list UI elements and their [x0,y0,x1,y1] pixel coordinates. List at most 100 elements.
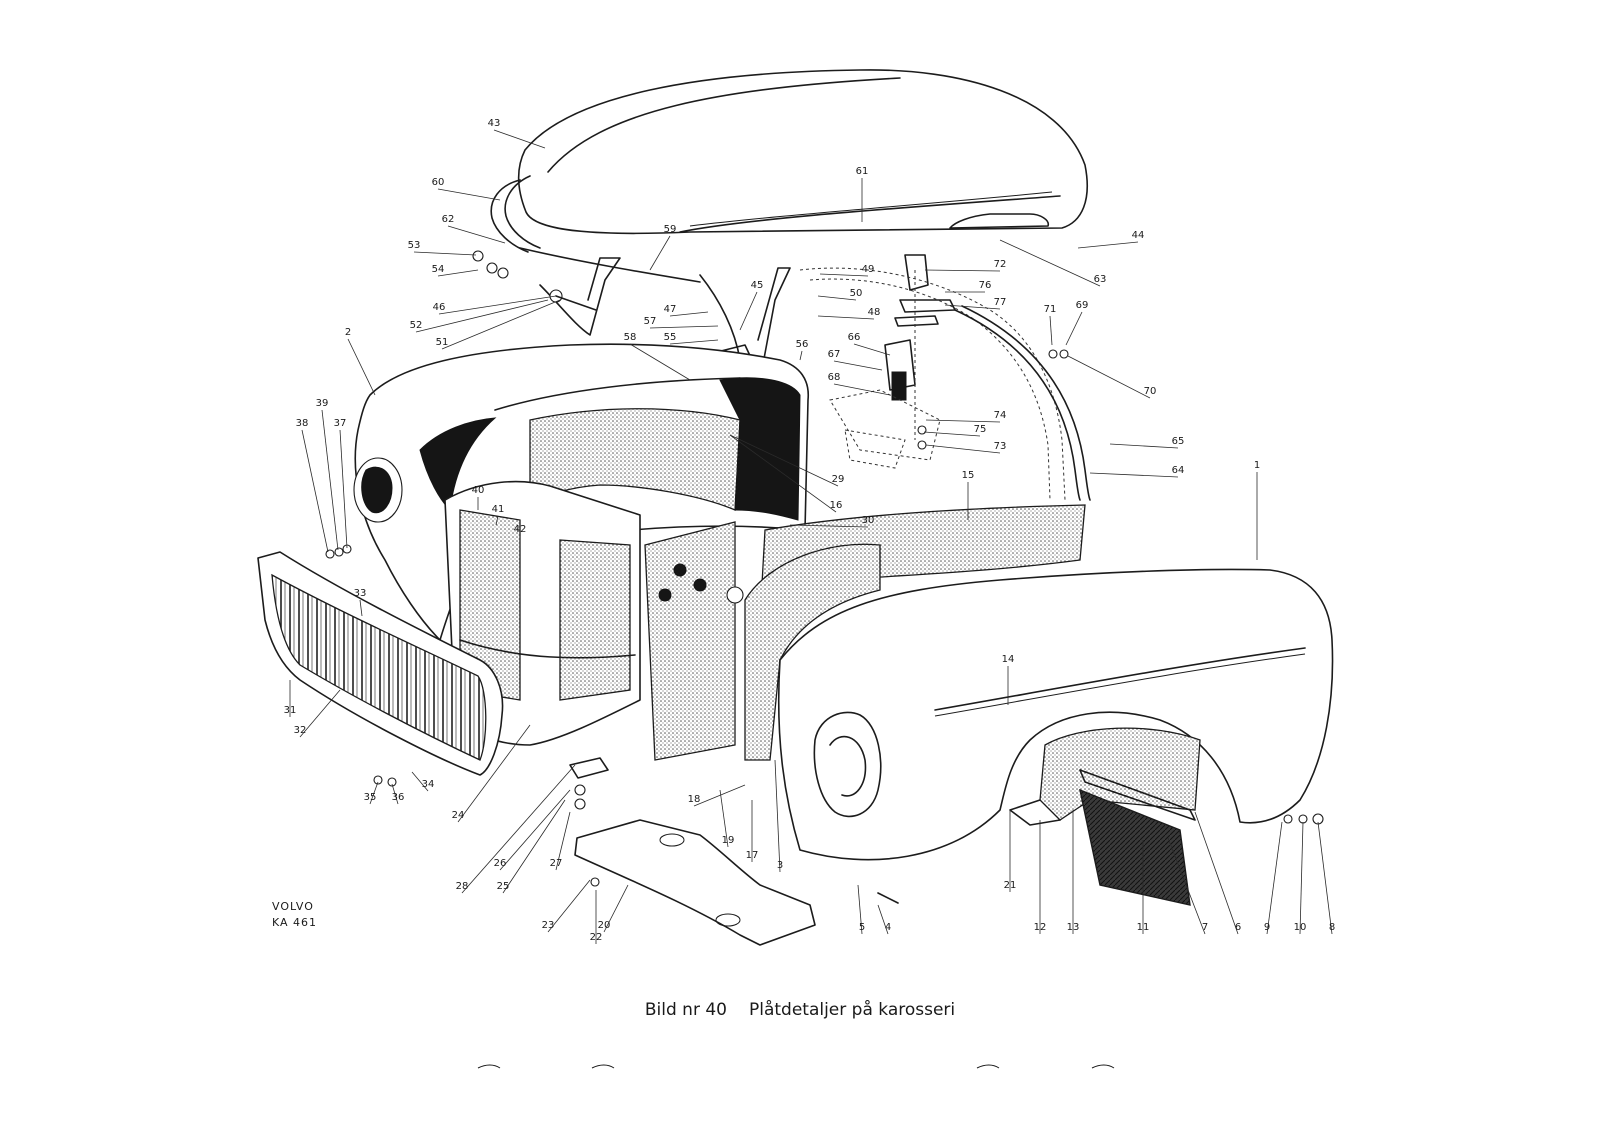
leader-line-62 [447,225,506,244]
callout-65: 65 [1172,436,1185,447]
leader-line-3 [774,759,781,873]
callout-45: 45 [751,280,764,291]
callout-31: 31 [284,705,297,716]
leader-line-6 [1194,811,1239,935]
callout-53: 53 [408,240,421,251]
leader-line-32 [299,689,341,738]
callout-64: 64 [1172,465,1185,476]
leader-line-28 [461,764,576,894]
leader-line-26 [499,789,571,871]
leader-line-63 [999,239,1101,287]
right-inner-panel [744,504,1086,761]
leader-line-37 [339,429,348,549]
callout-11: 11 [1137,922,1150,933]
callout-12: 12 [1034,922,1047,933]
callout-23: 23 [542,920,555,931]
lower-crossmember [574,819,816,946]
leader-line-39 [321,409,339,551]
leader-line-2 [347,338,376,396]
leader-line-34 [411,771,429,792]
callout-3: 3 [777,860,783,871]
callout-17: 17 [746,850,759,861]
callout-50: 50 [850,288,863,299]
callout-58: 58 [624,332,637,343]
leader-line-52 [415,299,549,333]
leader-line-56 [799,350,803,361]
callout-22: 22 [590,932,603,943]
leader-line-71 [1049,315,1053,346]
leader-line-4 [877,904,889,935]
callout-61: 61 [856,166,869,177]
callout-44: 44 [1132,230,1145,241]
callout-34: 34 [422,779,435,790]
callout-5: 5 [859,922,865,933]
callout-14: 14 [1002,654,1015,665]
callout-63: 63 [1094,274,1107,285]
leader-line-50 [817,295,857,301]
callout-27: 27 [550,858,563,869]
callout-68: 68 [828,372,841,383]
callout-59: 59 [664,224,677,235]
leader-line-60 [437,188,501,201]
callout-29: 29 [832,474,845,485]
leader-line-48 [817,315,875,320]
callout-10: 10 [1294,922,1307,933]
figure-title: Plåtdetaljer på karosseri [748,1000,956,1020]
callout-15: 15 [962,470,975,481]
callout-30: 30 [862,515,875,526]
leader-line-70 [1067,355,1151,399]
leader-line-57 [649,325,719,329]
leader-line-27 [555,811,571,871]
leader-line-47 [669,311,709,317]
leader-line-77 [944,304,1001,310]
stamp-code: KA 461 [272,916,317,929]
callout-36: 36 [392,792,405,803]
callout-46: 46 [433,302,446,313]
callout-62: 62 [442,214,455,225]
callout-9: 9 [1264,922,1270,933]
small-bracket [569,757,609,810]
leader-line-5 [857,884,863,935]
leader-line-25 [502,799,566,894]
callout-54: 54 [432,264,445,275]
leader-line-73 [925,444,1001,454]
leader-line-55 [669,339,719,345]
leader-line-51 [441,299,561,350]
callout-48: 48 [868,307,881,318]
leader-line-58 [629,343,691,381]
callout-7: 7 [1202,922,1208,933]
fender-liner [1009,727,1201,826]
callout-73: 73 [994,441,1007,452]
leader-line-36 [391,783,399,805]
callout-21: 21 [1004,880,1017,891]
callout-35: 35 [364,792,377,803]
leader-line-8 [1317,821,1333,935]
leader-line-20 [603,884,629,933]
callout-56: 56 [796,339,809,350]
cowl-outline-dashed [799,267,1066,501]
leader-line-18 [693,784,746,807]
callout-26: 26 [494,858,507,869]
leader-line-67 [833,360,883,371]
leader-line-75 [923,431,981,437]
callout-41: 41 [492,504,505,515]
leader-line-72 [924,269,1001,272]
leader-line-46 [438,295,557,315]
leader-line-33 [359,599,363,617]
callout-75: 75 [974,424,987,435]
leader-line-69 [1065,311,1083,346]
leader-line-43 [493,129,546,149]
leader-line-54 [437,269,479,277]
leader-line-7 [1167,837,1206,935]
callout-66: 66 [848,332,861,343]
hood-panel [517,69,1089,235]
leader-line-10 [1299,821,1304,935]
callout-4: 4 [885,922,891,933]
callout-2: 2 [345,327,351,338]
leader-line-68 [833,383,891,396]
callout-24: 24 [452,810,465,821]
callout-51: 51 [436,337,449,348]
